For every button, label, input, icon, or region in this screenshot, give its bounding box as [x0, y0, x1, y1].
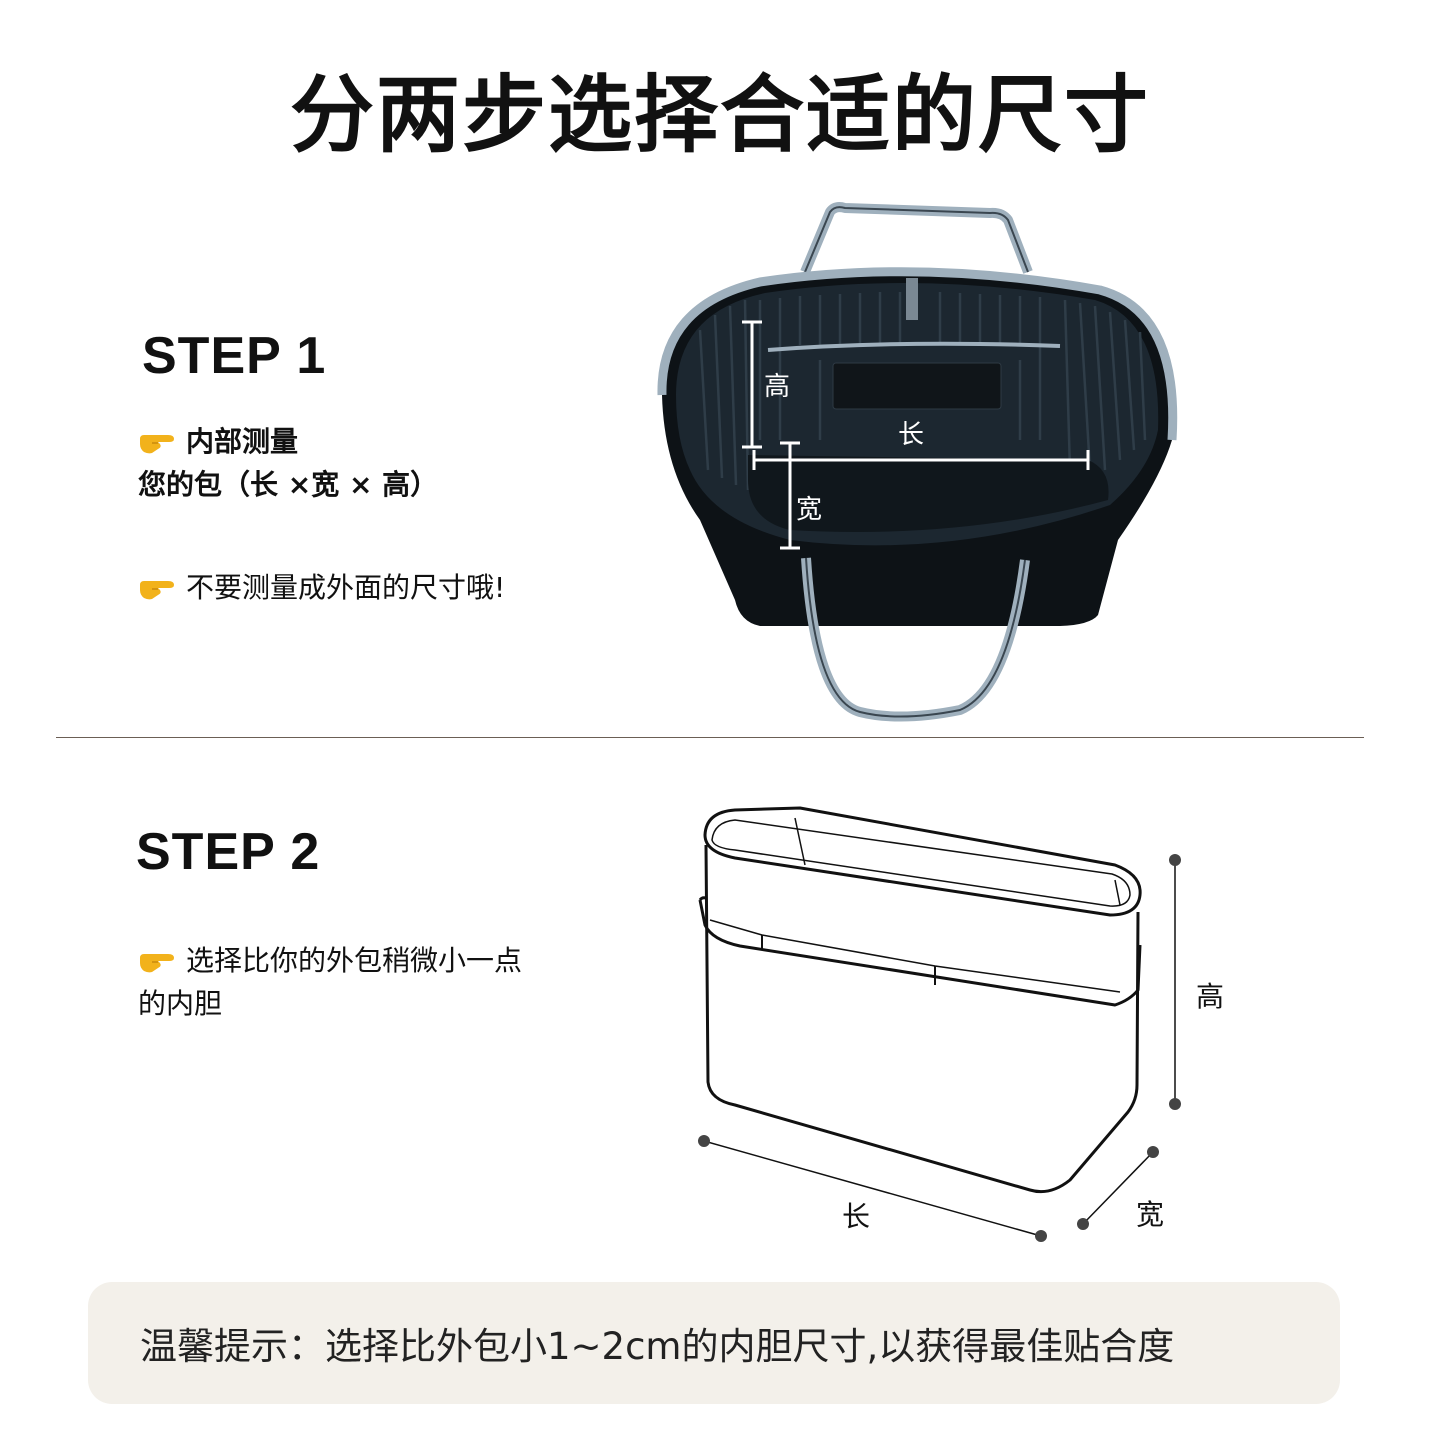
page-title: 分两步选择合适的尺寸	[289, 66, 1150, 164]
insert-width-label: 宽	[1136, 1198, 1164, 1231]
step1-bullet2: 不要测量成外面的尺寸哦!	[186, 571, 506, 604]
tote-bag-interior-illustration: 高 长 宽	[657, 202, 1178, 722]
step2-bullet: 选择比你的外包稍微小一点 的内胆	[138, 939, 522, 1025]
pointing-hand-icon	[140, 435, 174, 454]
step1-heading: STEP 1	[142, 327, 327, 385]
step1-bullet1-line1: 内部测量	[186, 425, 299, 458]
pointing-hand-icon	[140, 581, 174, 600]
section-divider	[56, 737, 1364, 738]
bag-width-label: 宽	[796, 495, 822, 525]
step2-bullet-line2: 的内胆	[138, 987, 223, 1020]
bag-length-label: 长	[898, 420, 924, 450]
bag-height-label: 高	[764, 372, 790, 402]
insert-length-label: 长	[842, 1200, 870, 1233]
insert-height-label: 高	[1196, 980, 1224, 1013]
step1-bullet-measure: 内部测量 您的包（长 ×宽 × 高）	[138, 420, 438, 506]
pointing-hand-icon	[140, 954, 174, 973]
tip-text: 温馨提示：选择比外包小1~2cm的内胆尺寸,以获得最佳贴合度	[140, 1325, 1175, 1368]
organizer-insert-illustration: 高 长 宽	[698, 806, 1224, 1242]
step1-bullet-warning: 不要测量成外面的尺寸哦!	[138, 566, 505, 609]
step2-bullet-line1: 选择比你的外包稍微小一点	[186, 944, 523, 977]
step2-heading: STEP 2	[136, 823, 321, 881]
step1-bullet1-line2: 您的包（长 ×宽 × 高）	[138, 468, 439, 501]
tip-banner: 温馨提示：选择比外包小1~2cm的内胆尺寸,以获得最佳贴合度	[88, 1282, 1340, 1404]
